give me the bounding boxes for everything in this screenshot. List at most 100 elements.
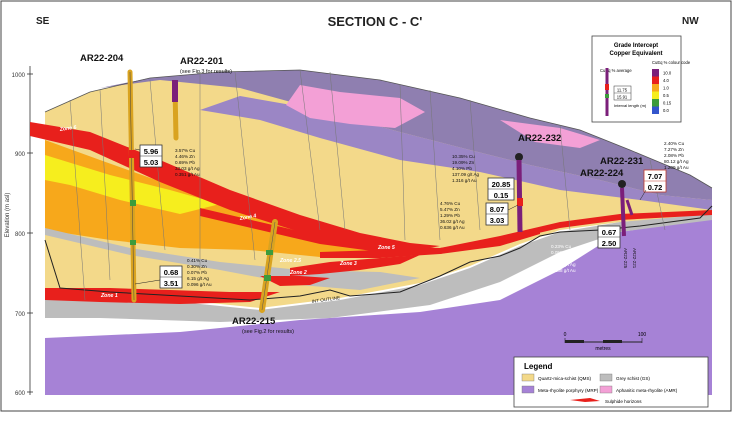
- sulphide-zone-3: [290, 255, 420, 276]
- y-tick-label: 800: [15, 232, 26, 238]
- svg-text:7.07: 7.07: [648, 172, 663, 181]
- y-axis-ticks: 1000 900 800 700 600: [12, 73, 33, 397]
- y-tick-label: 600: [15, 391, 26, 397]
- hole-label-ar22-231: AR22-231: [600, 156, 644, 167]
- grade-scale-label: 0.5: [663, 93, 669, 98]
- svg-text:2.40% Cu: 2.40% Cu: [664, 141, 685, 146]
- hole-note-ar22-215: (see Fig.2 for results): [242, 329, 294, 335]
- svg-text:7.27% Zn: 7.27% Zn: [664, 147, 684, 152]
- drillhole-ar22-215: [259, 219, 278, 313]
- zone-label: Zone 1: [100, 293, 118, 299]
- svg-text:33.03 g/t Ag: 33.03 g/t Ag: [175, 166, 200, 171]
- y-axis-label: Elevation (m asl): [5, 193, 11, 238]
- drillhole-ar22-224: [618, 180, 626, 237]
- grey-schist-lower: [45, 213, 712, 322]
- grade-scale-swatch: [652, 84, 659, 92]
- svg-text:0.43% Pb: 0.43% Pb: [551, 256, 571, 261]
- grade-key-subtitle: Copper Equivalent: [609, 51, 662, 57]
- sulphide-zone-2: [260, 276, 330, 286]
- svg-text:0.68: 0.68: [164, 268, 179, 277]
- drillhole-ar22-204: [127, 69, 137, 303]
- svg-text:1.316 g/t Au: 1.316 g/t Au: [452, 178, 477, 183]
- hole-label-ar22-201: AR22-201: [180, 56, 224, 67]
- grade-scale-swatch: [652, 106, 659, 114]
- intercept-box: 5.96 5.03: [139, 144, 163, 168]
- svg-text:21.30 g/t Ag: 21.30 g/t Ag: [551, 262, 576, 267]
- hole-label-ar22-225: AR22-225: [623, 248, 628, 269]
- zone-label: Zone 2.5: [279, 258, 301, 264]
- intercept-box: 0.68 3.51: [159, 265, 183, 289]
- upper-mrp-band: [200, 96, 712, 210]
- grade-key-sample-top: 11.75: [617, 88, 628, 93]
- svg-text:3.03: 3.03: [490, 216, 505, 225]
- scale-unit: metres: [595, 346, 611, 352]
- legend-swatch-gs: [599, 373, 613, 382]
- grade-scale-swatch: [652, 69, 659, 77]
- svg-text:3.57% Cu: 3.57% Cu: [175, 148, 196, 153]
- hole-label-ar22-215: AR22-215: [232, 316, 276, 327]
- zone-label: Zone 4: [238, 213, 257, 222]
- legend-swatch-mrp: [521, 385, 535, 394]
- grade-key-interval-label: Interval length (m): [614, 103, 647, 108]
- svg-text:0.096 g/t Au: 0.096 g/t Au: [187, 282, 212, 287]
- svg-text:4.10% Pb: 4.10% Pb: [452, 166, 472, 171]
- zone-label: Zone 5: [377, 245, 395, 251]
- svg-text:0.72: 0.72: [648, 183, 663, 192]
- intercept-box: 8.07 3.03: [485, 202, 509, 226]
- svg-text:0.636 g/t Au: 0.636 g/t Au: [440, 225, 465, 230]
- assay-block-1: 3.57% Cu 4.46% Zn 0.69% Pb 33.03 g/t Ag …: [175, 148, 200, 177]
- intercept-box: 20.85 0.15: [487, 177, 515, 201]
- svg-text:36.02 g/t Ag: 36.02 g/t Ag: [440, 219, 465, 224]
- svg-text:0.15: 0.15: [494, 191, 509, 200]
- scale-zero: 0: [564, 332, 567, 338]
- drillhole-ar22-201: [172, 80, 179, 141]
- direction-nw: NW: [682, 16, 699, 27]
- grade-scale-label: 0.0: [663, 108, 669, 113]
- svg-text:10.35% Cu: 10.35% Cu: [452, 154, 475, 159]
- svg-text:0.67: 0.67: [602, 228, 617, 237]
- legend-item-label: Quartz-mica-schist (QMS): [538, 376, 592, 381]
- zone-labels: Zone 6 Zone 4 Zone 5 Zone 3 Zone 2.5 Zon…: [58, 125, 394, 299]
- grade-scale-label: 4.0: [663, 78, 669, 83]
- legend-item-label: Sulphide horizons: [605, 399, 642, 404]
- section-title: SECTION C - C': [328, 14, 423, 29]
- grade-key-title: Grade Intercept: [614, 43, 658, 49]
- legend-title: Legend: [524, 362, 553, 371]
- svg-text:4.76% Cu: 4.76% Cu: [440, 201, 461, 206]
- zone-label: Zone 6: [58, 125, 76, 133]
- svg-text:0.23% Cu: 0.23% Cu: [551, 244, 572, 249]
- svg-text:2.08% Pb: 2.08% Pb: [664, 153, 684, 158]
- hole-label-ar22-204: AR22-204: [80, 53, 124, 64]
- svg-text:1.209 g/t Au: 1.209 g/t Au: [664, 165, 689, 170]
- assay-block-3: 10.35% Cu 19.09% Zn 4.10% Pb 137.09 g/t …: [452, 154, 480, 183]
- svg-text:0.05% Zn: 0.05% Zn: [551, 250, 571, 255]
- grey-schist-mid: [45, 228, 420, 290]
- assay-block-2: 0.41% Cu 0.30% Zn 0.07% Pb 6.15 g/t Ag 0…: [187, 258, 212, 287]
- y-tick-label: 700: [15, 312, 26, 318]
- drillhole-ar22-232: [515, 153, 523, 233]
- svg-text:0.30% Zn: 0.30% Zn: [187, 264, 207, 269]
- svg-text:0.138 g/t Au: 0.138 g/t Au: [551, 268, 576, 273]
- grade-scale-swatch: [652, 99, 659, 107]
- grade-color-scale: 10.04.01.00.50.150.0: [652, 69, 672, 114]
- scale-hundred: 100: [638, 332, 647, 338]
- zone-label: Zone 2: [289, 270, 307, 276]
- direction-se: SE: [36, 16, 50, 27]
- hole-label-ar22-224: AR22-224: [580, 168, 624, 179]
- drillhole-ar22-231: [625, 199, 634, 216]
- legend: Legend Quartz-mica-schist (QMS) Grey sch…: [513, 356, 709, 408]
- grade-scale-swatch: [652, 76, 659, 84]
- scale-bar: 0 100 metres: [564, 332, 647, 352]
- intercept-box: 7.07 0.72: [643, 169, 667, 193]
- svg-text:3.51: 3.51: [164, 279, 179, 288]
- upper-schist-band: [100, 70, 712, 200]
- svg-text:5.96: 5.96: [144, 147, 159, 156]
- topography-line: [44, 69, 713, 189]
- leader-lines: [134, 148, 647, 285]
- svg-text:80.12 g/t Ag: 80.12 g/t Ag: [664, 159, 689, 164]
- legend-item-label: Aphanitic meta-rhyolite (AMR): [616, 388, 678, 393]
- svg-text:0.69% Pb: 0.69% Pb: [175, 160, 195, 165]
- grade-intercept-key: Grade Intercept Copper Equivalent CuEq %…: [591, 35, 691, 123]
